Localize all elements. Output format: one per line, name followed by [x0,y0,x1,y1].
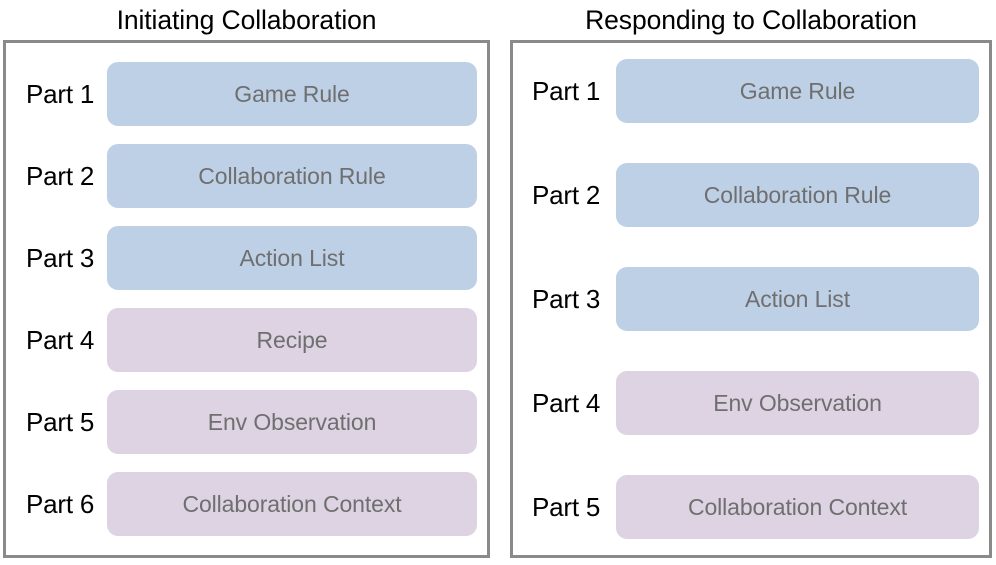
part-label: Part 2 [26,160,95,191]
column-initiating-collaboration: Initiating Collaboration Part 1 Game Rul… [3,5,490,558]
part-label: Part 3 [532,283,601,314]
component-pill-game-rule[interactable]: Game Rule [616,59,979,123]
component-pill-collaboration-context[interactable]: Collaboration Context [616,475,979,539]
pill-label: Env Observation [207,408,377,435]
pill-label: Env Observation [713,389,882,416]
part-label: Part 3 [26,242,95,273]
component-pill-recipe[interactable]: Recipe [107,308,477,372]
table-row: Part 6 Collaboration Context [15,472,477,536]
component-pill-collaboration-context[interactable]: Collaboration Context [107,472,477,536]
component-pill-collaboration-rule[interactable]: Collaboration Rule [107,144,477,208]
pill-label: Collaboration Rule [703,181,892,208]
pill-label: Collaboration Context [687,493,908,520]
component-pill-env-observation[interactable]: Env Observation [616,371,979,435]
pill-label: Recipe [256,326,328,353]
part-label: Part 5 [532,491,601,522]
row-list-responding: Part 1 Game Rule Part 2 Collaboration Ru… [513,45,989,553]
panel-initiating-collaboration: Part 1 Game Rule Part 2 Collaboration Ru… [3,40,490,558]
part-label: Part 4 [532,387,601,418]
part-label: Part 5 [26,406,95,437]
part-label: Part 4 [26,324,95,355]
table-row: Part 4 Recipe [15,308,477,372]
table-row: Part 5 Collaboration Context [522,475,979,539]
panel-responding-to-collaboration: Part 1 Game Rule Part 2 Collaboration Ru… [510,40,992,558]
column-title-initiating: Initiating Collaboration [116,5,377,35]
table-row: Part 2 Collaboration Rule [522,163,979,227]
part-label: Part 1 [26,78,95,109]
row-list-initiating: Part 1 Game Rule Part 2 Collaboration Ru… [6,48,487,550]
pill-label: Collaboration Context [182,490,402,517]
table-row: Part 1 Game Rule [15,62,477,126]
table-row: Part 5 Env Observation [15,390,477,454]
part-label: Part 6 [26,488,95,519]
component-pill-env-observation[interactable]: Env Observation [107,390,477,454]
component-pill-action-list[interactable]: Action List [107,226,477,290]
pill-label: Game Rule [234,80,350,107]
table-row: Part 1 Game Rule [522,59,979,123]
column-responding-to-collaboration: Responding to Collaboration Part 1 Game … [498,0,996,565]
table-row: Part 3 Action List [522,267,979,331]
component-pill-game-rule[interactable]: Game Rule [107,62,477,126]
table-row: Part 2 Collaboration Rule [15,144,477,208]
pill-label: Game Rule [739,77,856,104]
table-row: Part 4 Env Observation [522,371,979,435]
column-title-responding: Responding to Collaboration [585,5,917,35]
component-pill-collaboration-rule[interactable]: Collaboration Rule [616,163,979,227]
part-label: Part 1 [532,75,601,106]
part-label: Part 2 [532,179,601,210]
pill-label: Collaboration Rule [198,162,386,189]
pill-label: Action List [239,244,345,271]
pill-label: Action List [744,285,850,312]
table-row: Part 3 Action List [15,226,477,290]
component-pill-action-list[interactable]: Action List [616,267,979,331]
